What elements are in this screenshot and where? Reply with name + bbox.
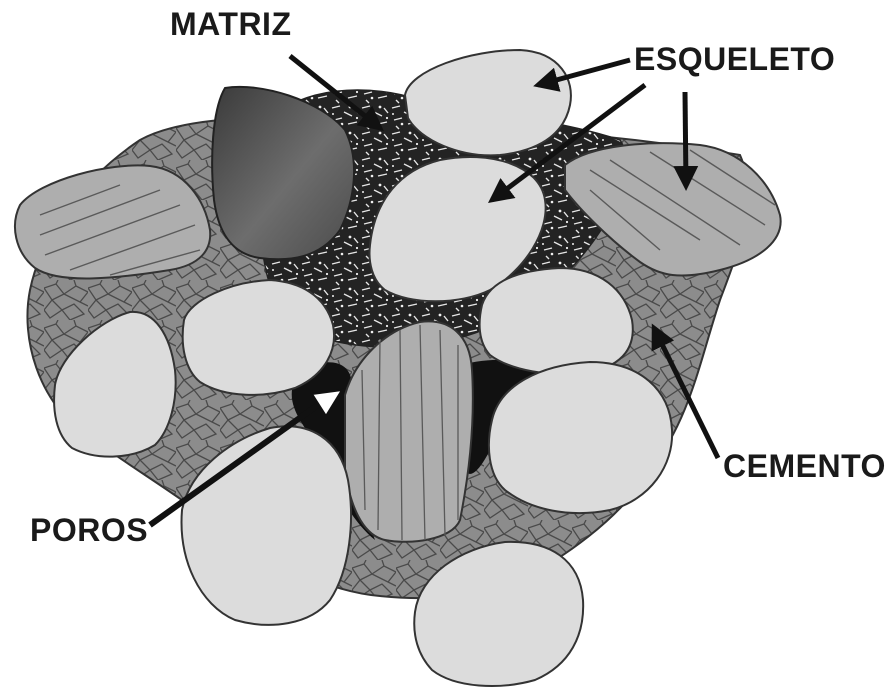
grain-striped-left xyxy=(15,165,210,278)
label-pores: POROS xyxy=(30,514,148,546)
grain-light-bottom-right xyxy=(489,362,672,513)
label-matrix: MATRIZ xyxy=(170,8,291,40)
arrow-skeleton-3 xyxy=(685,92,686,186)
grain-light-right-mid xyxy=(480,268,633,374)
label-cement: CEMENTO xyxy=(723,450,886,482)
grain-light-left-mid xyxy=(183,280,334,395)
label-skeleton: ESQUELETO xyxy=(634,43,835,75)
grain-light-top xyxy=(405,50,571,155)
